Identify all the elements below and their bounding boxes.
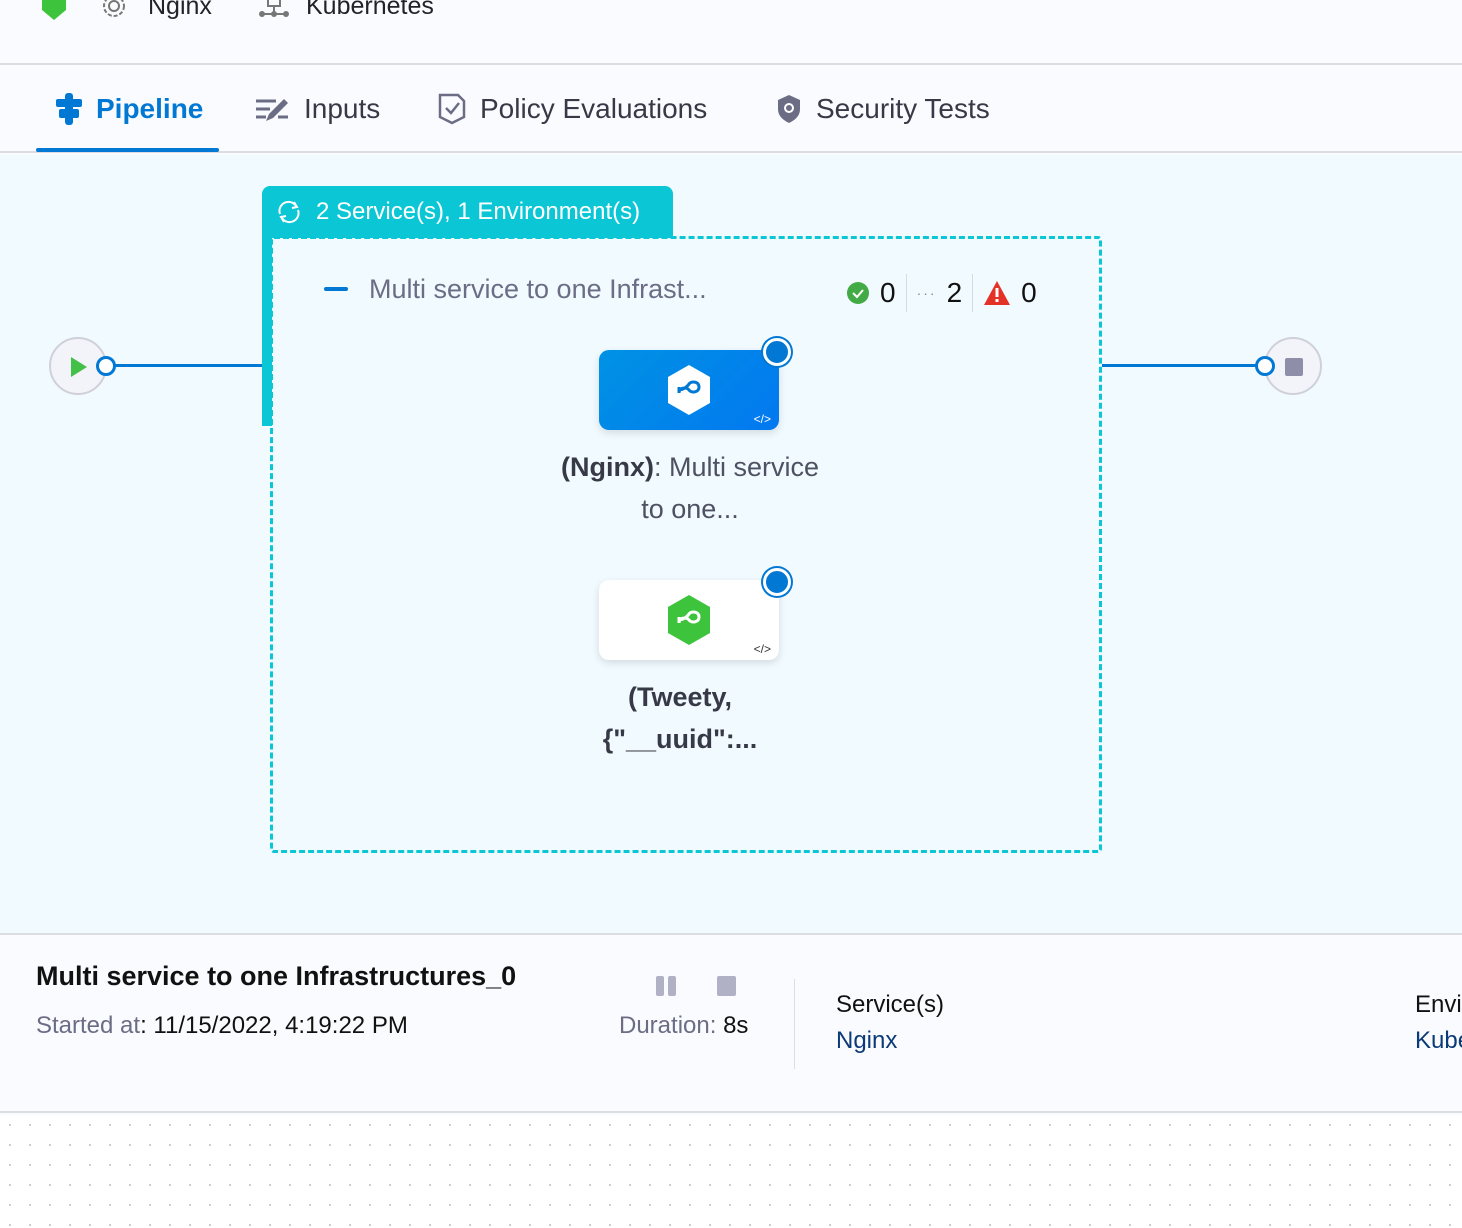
- dotted-canvas-background: [0, 1115, 1462, 1228]
- service-node-tweety[interactable]: </>: [599, 568, 791, 660]
- tab-label: Inputs: [304, 93, 381, 124]
- collapse-icon[interactable]: [324, 287, 348, 291]
- running-count: 2: [946, 277, 963, 308]
- stop-icon: [1285, 358, 1303, 376]
- infrastructure-icon: [259, 0, 289, 17]
- group-side-bar: [262, 230, 272, 426]
- pause-button[interactable]: [656, 976, 676, 996]
- group-label: 2 Service(s), 1 Environment(s): [316, 198, 641, 225]
- running-indicator: [763, 338, 791, 366]
- success-check-icon: [847, 282, 869, 304]
- tab-inputs[interactable]: Inputs: [256, 66, 380, 152]
- warning-icon: [984, 281, 1011, 305]
- yaml-code-icon: </>: [753, 412, 771, 426]
- environment-heading: Envi: [1415, 991, 1462, 1018]
- services-heading: Service(s): [836, 991, 945, 1018]
- play-icon: [71, 357, 87, 377]
- tab-bar: Pipeline Inputs Policy Evaluations Secur…: [0, 66, 1462, 153]
- loop-icon: [278, 200, 300, 224]
- started-at: Started at: 11/15/2022, 4:19:22 PM: [36, 1012, 408, 1039]
- status-counts: 0 ··· 2 0: [846, 274, 1037, 312]
- service-hexagon-icon: [668, 365, 710, 415]
- tab-label: Policy Evaluations: [480, 93, 708, 124]
- stage-details-panel: Multi service to one Infrastructures_0 S…: [0, 937, 1462, 1113]
- connector-line: [1102, 364, 1262, 367]
- services-link[interactable]: Nginx: [836, 1027, 898, 1054]
- environment-name: Kubernetes: [306, 0, 434, 20]
- inputs-pencil-icon: [256, 99, 288, 121]
- start-node[interactable]: [49, 337, 107, 395]
- multi-service-group: [270, 236, 1102, 853]
- stop-button[interactable]: [717, 976, 736, 996]
- top-bar: Nginx Kubernetes: [0, 0, 1462, 65]
- running-indicator: [763, 568, 791, 596]
- connector-port: [96, 356, 116, 376]
- divider: [794, 979, 795, 1069]
- node-label: (Tweety, {"__uuid":...: [602, 682, 758, 754]
- group-header[interactable]: 2 Service(s), 1 Environment(s): [262, 186, 673, 238]
- duration: Duration: 8s: [619, 1012, 749, 1039]
- yaml-code-icon: </>: [753, 642, 771, 656]
- harness-green-logo-icon: [42, 0, 66, 20]
- service-node-nginx[interactable]: </>: [599, 338, 791, 430]
- connector-line: [106, 364, 264, 367]
- policy-shield-check-icon: [438, 93, 466, 125]
- environment-link[interactable]: Kube: [1415, 1027, 1462, 1054]
- tab-security-tests[interactable]: Security Tests: [776, 66, 990, 152]
- pipeline-icon: [56, 93, 82, 125]
- tab-label: Security Tests: [816, 93, 990, 124]
- node-label: (Nginx): Multi service to one...: [560, 452, 820, 524]
- failed-count: 0: [1021, 277, 1037, 308]
- tab-label: Pipeline: [96, 93, 204, 124]
- gear-icon: [103, 0, 125, 17]
- stage-title: Multi service to one Infrast...: [369, 274, 707, 304]
- security-shield-icon: [778, 95, 800, 123]
- service-hexagon-icon: [668, 595, 710, 645]
- tab-pipeline[interactable]: Pipeline: [35, 66, 220, 152]
- stage-name: Multi service to one Infrastructures_0: [36, 961, 517, 991]
- tab-policy-evaluations[interactable]: Policy Evaluations: [438, 66, 707, 152]
- pipeline-canvas[interactable]: [0, 155, 1462, 935]
- success-count: 0: [880, 277, 896, 308]
- running-dots-icon: ···: [916, 285, 937, 301]
- connector-port: [1255, 356, 1275, 376]
- service-name: Nginx: [148, 0, 212, 20]
